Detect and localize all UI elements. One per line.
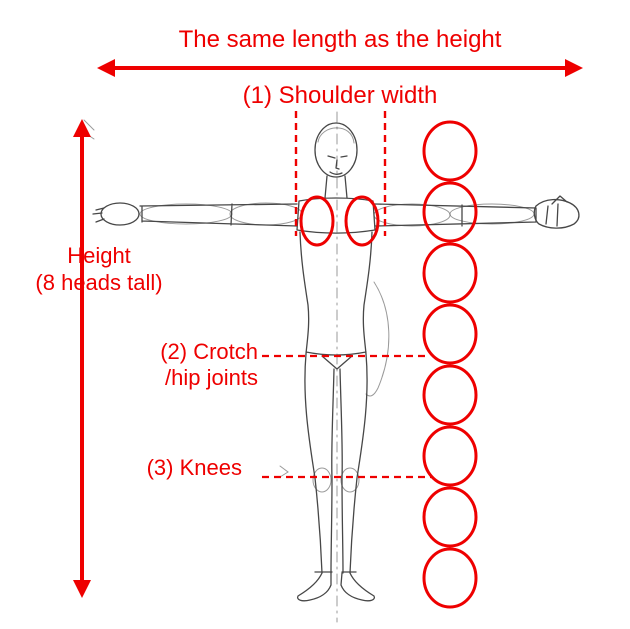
figure-right-knee	[340, 467, 360, 493]
figure-neck	[324, 175, 348, 199]
figure-left-knee	[312, 467, 332, 493]
figure-left-hand	[100, 202, 140, 226]
figure-hip-arc	[365, 281, 390, 397]
crotch-label: (2) Crotch /hip joints	[94, 339, 258, 391]
figure-right-hand	[533, 195, 580, 229]
head-unit-ellipse	[422, 120, 478, 182]
figure-left-fingers	[92, 207, 105, 223]
head-unit-ellipse	[422, 181, 478, 243]
head-unit-ellipse	[422, 242, 478, 304]
knees-label: (3) Knees	[146, 455, 242, 480]
head-unit-ellipse	[422, 425, 478, 487]
annotations	[73, 59, 583, 609]
height-label-line1: Height	[67, 243, 131, 268]
width-arrow-left-head-icon	[97, 59, 115, 77]
figure-torso	[299, 231, 373, 370]
head-unit-ellipse	[422, 486, 478, 548]
height-label: Height (8 heads tall)	[26, 242, 172, 296]
figure-right-arm	[374, 203, 537, 227]
figure-head-overlap-stroke	[317, 127, 355, 144]
head-units-column	[422, 120, 478, 609]
shoulder-joint-circle-left	[299, 195, 335, 247]
figure-misc-marks	[81, 119, 289, 478]
figure-chest	[296, 197, 376, 234]
crotch-label-line1: (2) Crotch	[160, 339, 258, 364]
head-unit-ellipse	[422, 364, 478, 426]
figure-feet	[296, 572, 376, 602]
shoulder-joint-circle-right	[344, 195, 380, 247]
shoulder-width-label: (1) Shoulder width	[242, 82, 438, 109]
figure-face	[327, 155, 348, 175]
head-unit-ellipse	[422, 547, 478, 609]
figure-head-outline	[314, 122, 358, 178]
width-arrow-right-head-icon	[565, 59, 583, 77]
height-arrow-top-head-icon	[73, 119, 91, 137]
figure-left-upperarm-ellipse	[229, 202, 303, 226]
crotch-label-line2: /hip joints	[165, 365, 258, 390]
width-arrow-label: The same length as the height	[178, 26, 502, 53]
head-unit-ellipse	[422, 303, 478, 365]
figure-sketch	[81, 111, 580, 623]
figure-legs	[304, 353, 368, 574]
width-arrow	[97, 59, 583, 77]
figure-left-arm	[139, 203, 298, 227]
height-arrow	[73, 119, 91, 598]
height-label-line2: (8 heads tall)	[35, 270, 163, 295]
height-arrow-bottom-head-icon	[73, 580, 91, 598]
